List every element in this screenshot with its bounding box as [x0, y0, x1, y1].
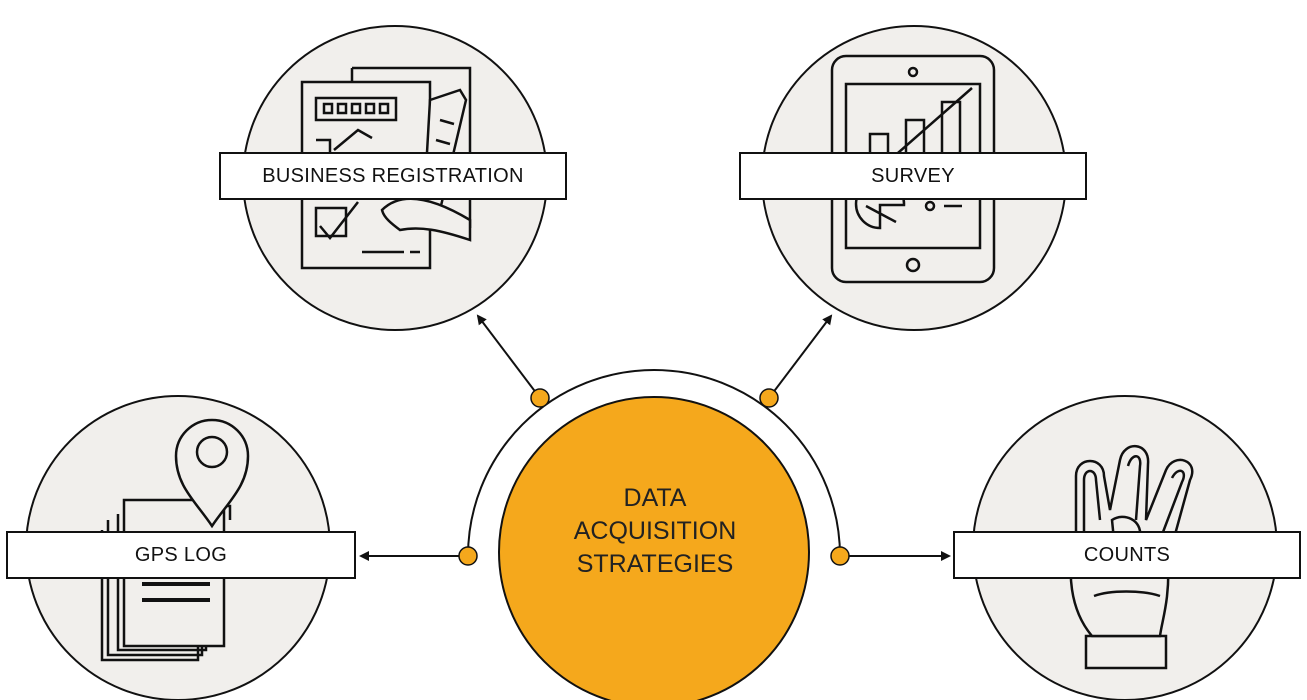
survey-label: SURVEY — [739, 152, 1087, 200]
counts-label: COUNTS — [953, 531, 1301, 579]
center-title: DATA ACQUISITION STRATEGIES — [540, 482, 770, 581]
gps-log-label: GPS LOG — [6, 531, 356, 579]
connector-survey — [768, 314, 833, 399]
center-title-line-3: STRATEGIES — [576, 550, 734, 578]
connector-dot-counts — [830, 546, 850, 566]
center-title-line-2: ACQUISITION — [573, 517, 737, 545]
business-registration-label: BUSINESS REGISTRATION — [219, 152, 567, 200]
connector-dot-business — [530, 388, 550, 408]
connector-business — [476, 314, 541, 399]
center-arc — [467, 369, 841, 557]
connector-dot-survey — [759, 388, 779, 408]
center-title-line-1: DATA — [623, 484, 687, 512]
connector-dot-gps — [458, 546, 478, 566]
center-circle — [498, 396, 810, 700]
